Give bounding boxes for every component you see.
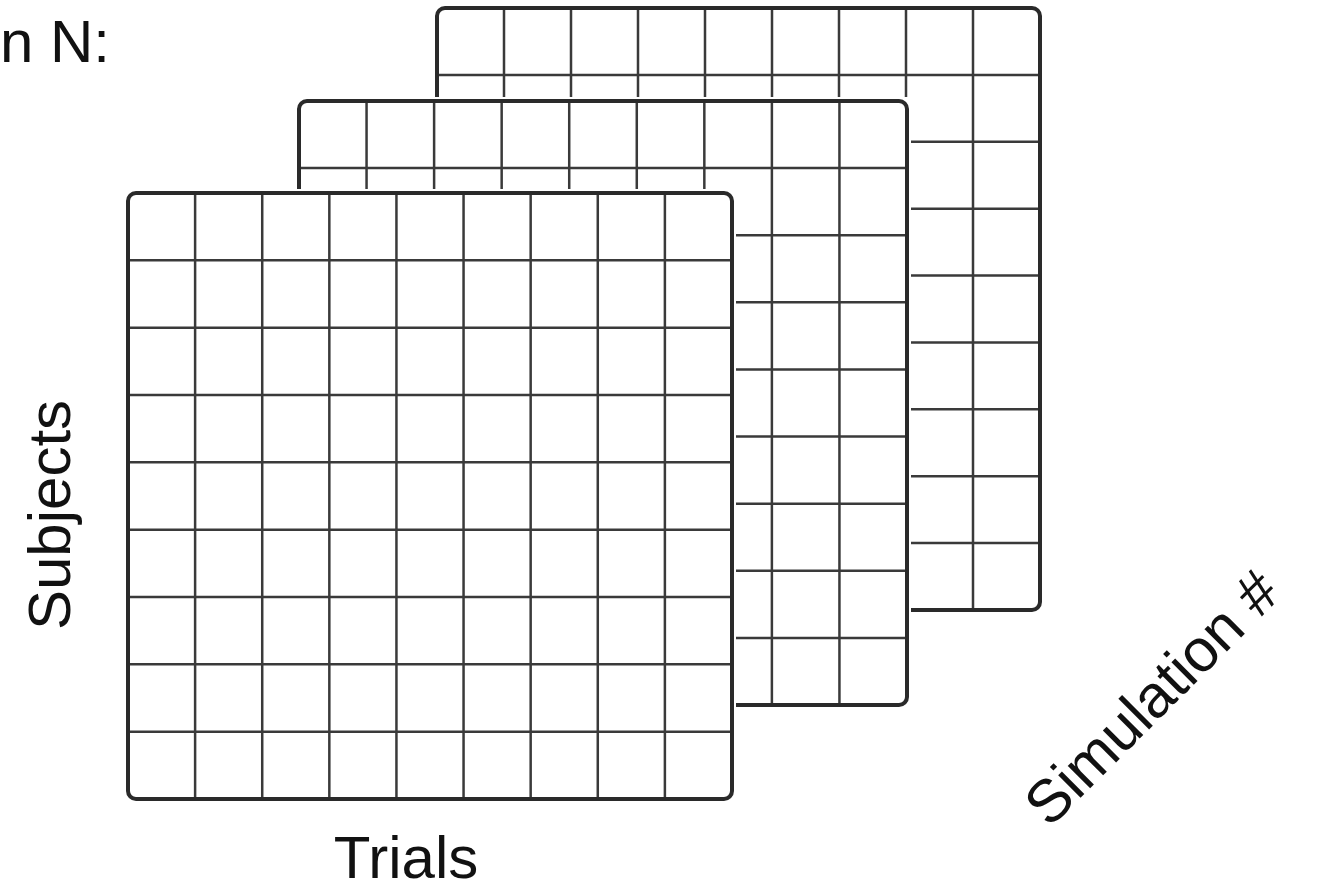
grid-wire: [972, 8, 975, 610]
axis-label: Subjects: [20, 400, 80, 630]
grid-wire: [128, 461, 732, 464]
grid-wire: [128, 596, 732, 599]
grid-wire: [128, 730, 732, 733]
axis-label: Simulation #: [1014, 560, 1290, 836]
axis-label: Trials: [334, 828, 478, 888]
grid-wire: [328, 193, 331, 799]
grid-wire: [261, 193, 264, 799]
grid-sheet: [124, 189, 736, 803]
grid-wire: [838, 101, 841, 705]
grid-frame: [128, 193, 732, 799]
grid-wire: [128, 326, 732, 329]
grid-wire: [194, 193, 197, 799]
grid-wire: [529, 193, 532, 799]
grid-wire: [128, 663, 732, 666]
grid-wire: [128, 259, 732, 262]
grid-wire: [664, 193, 667, 799]
grid-wire: [462, 193, 465, 799]
sheet-ground: [124, 189, 736, 803]
grid-wire: [128, 528, 732, 531]
grid-wire: [395, 193, 398, 799]
partial-heading: n N:: [0, 12, 110, 72]
grid-wire: [437, 74, 1040, 77]
grid-wire: [597, 193, 600, 799]
grid-wire: [128, 394, 732, 397]
grid-wire: [771, 101, 774, 705]
grid-wire: [299, 167, 907, 170]
